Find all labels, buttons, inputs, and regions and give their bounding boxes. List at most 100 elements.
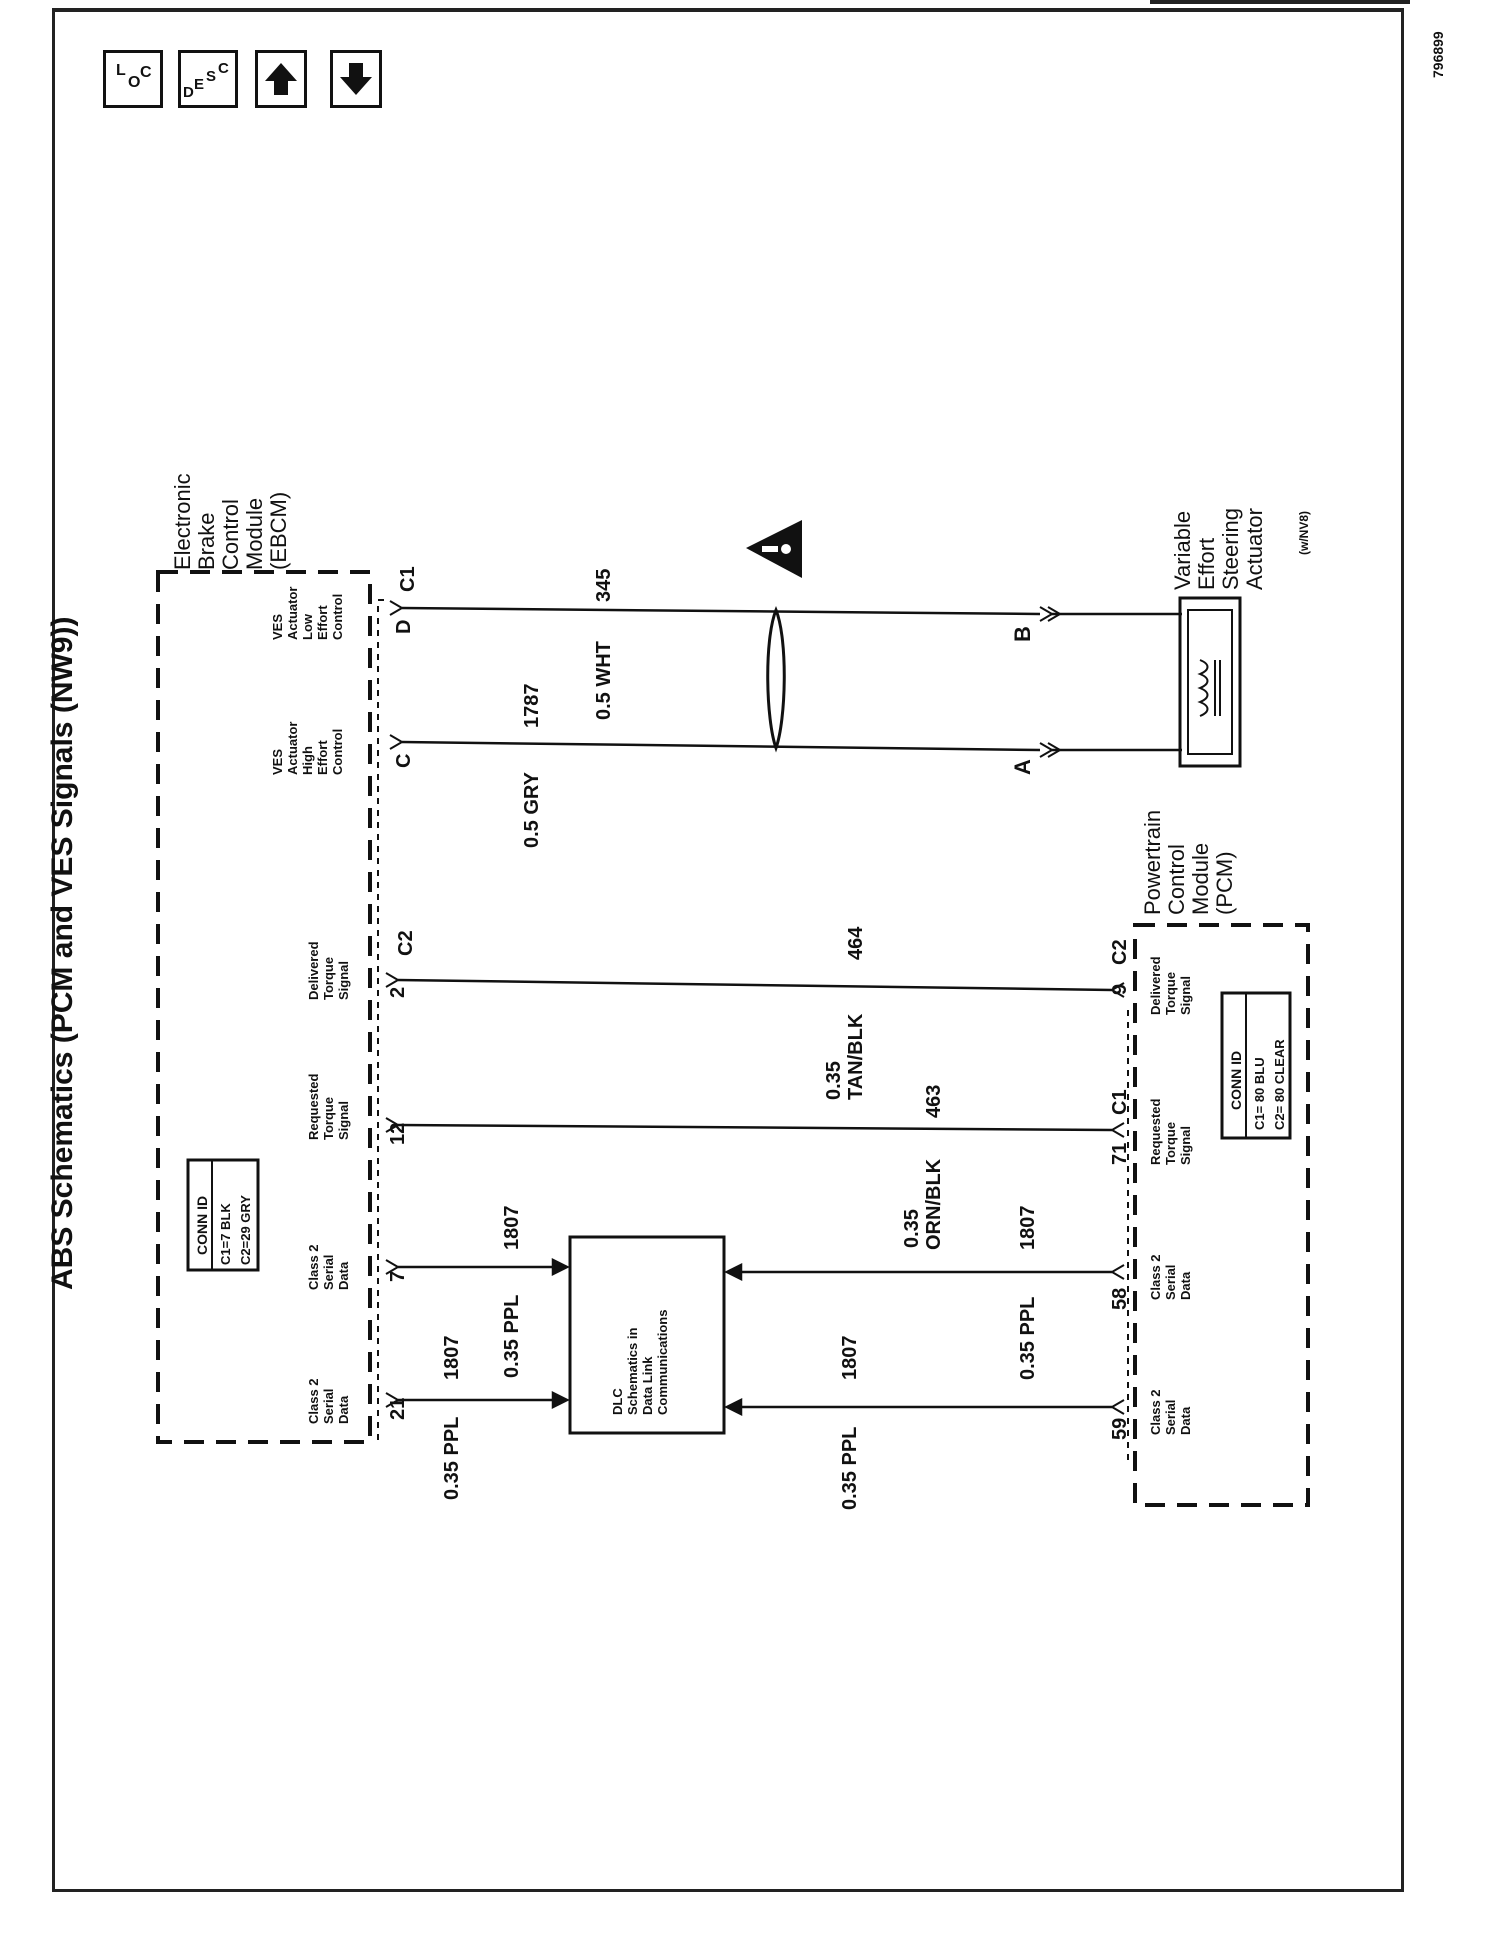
coil-icon — [1197, 659, 1221, 717]
ves-actuator — [1178, 596, 1242, 768]
wire-circuit-ebcm-7: 1807 — [501, 1206, 523, 1251]
svg-text:D: D — [183, 84, 194, 101]
svg-text:S: S — [206, 68, 216, 85]
svg-text:Effort: Effort — [315, 740, 330, 775]
pcm-connector-label: C1 — [1109, 1089, 1131, 1115]
ebcm-pin-number: D — [393, 620, 415, 634]
ebcm-pin-label-7: Class 2 Serial Data — [306, 1244, 351, 1290]
pcm-name-line: Module — [1188, 843, 1213, 915]
pcm-pin-label-59: Class 2 Serial Data — [1148, 1389, 1193, 1435]
svg-text:VES: VES — [270, 614, 285, 640]
wire-label-requested: ORN/BLK — [923, 1158, 945, 1250]
ebcm-pin-label-12: Requested Torque Signal — [306, 1073, 351, 1140]
wire-circuit-delivered: 464 — [845, 926, 867, 960]
svg-text:Data Link: Data Link — [640, 1356, 655, 1415]
svg-text:Signal: Signal — [336, 1101, 351, 1140]
svg-text:Signal: Signal — [1178, 1126, 1193, 1165]
wire-label-ebcm-21: 0.35 PPL — [441, 1417, 463, 1500]
svg-text:Control: Control — [330, 729, 345, 775]
twisted-pair-symbol — [766, 605, 786, 753]
ebcm-conn-id-box: CONN ID C1=7 BLK C2=29 GRY — [186, 1158, 260, 1272]
ebcm-name-line: Control — [218, 499, 243, 570]
svg-text:Effort: Effort — [315, 605, 330, 640]
location-button[interactable]: L O C — [103, 50, 163, 108]
svg-text:Serial: Serial — [321, 1255, 336, 1290]
pcm-name-line: Control — [1164, 844, 1189, 915]
pcm-conn-id-line: C2= 80 CLEAR — [1272, 1039, 1287, 1130]
ebcm-name: Electronic Brake Control Module (EBCM) — [170, 473, 291, 570]
wire-circuit-ves-high: 1787 — [521, 684, 543, 729]
ebcm-pin-number: 2 — [387, 987, 409, 998]
svg-text:Schematics in: Schematics in — [625, 1328, 640, 1415]
wire-label-delivered: 0.35 — [823, 1061, 845, 1100]
page-up-button[interactable] — [255, 50, 307, 108]
page-title: ABS Schematics (PCM and VES Signals (NW9… — [46, 617, 79, 1290]
svg-text:Actuator: Actuator — [1242, 508, 1267, 590]
svg-text:Actuator: Actuator — [285, 587, 300, 640]
wire-circuit-pcm-58: 1807 — [1017, 1206, 1039, 1251]
wire-arrow — [724, 1397, 743, 1417]
svg-text:O: O — [128, 74, 140, 91]
svg-text:DLC: DLC — [610, 1388, 625, 1415]
pcm-name-line: Powertrain — [1140, 810, 1165, 915]
ebcm-name-line: (EBCM) — [266, 492, 291, 570]
svg-text:C: C — [218, 60, 229, 77]
svg-text:L: L — [116, 62, 126, 79]
svg-text:Torque: Torque — [1163, 972, 1178, 1015]
svg-text:Control: Control — [330, 594, 345, 640]
pcm-pin-label-58: Class 2 Serial Data — [1148, 1254, 1193, 1300]
pcm-name: Powertrain Control Module (PCM) — [1140, 810, 1237, 915]
wire-arrow — [724, 1262, 743, 1282]
svg-text:Class 2: Class 2 — [306, 1378, 321, 1424]
svg-text:VES: VES — [270, 749, 285, 775]
pcm-conn-id-line: C1= 80 BLU — [1252, 1057, 1267, 1130]
ebcm-conn-id-title: CONN ID — [194, 1196, 210, 1255]
pcm-pin-number: 9 — [1109, 984, 1131, 995]
dlc-box — [568, 1235, 726, 1435]
wire-circuit-pcm-59: 1807 — [839, 1336, 861, 1381]
pcm-pin-number: 59 — [1109, 1418, 1131, 1440]
svg-text:Data: Data — [336, 1261, 351, 1290]
wire-label-pcm-59: 0.35 PPL — [839, 1427, 861, 1510]
wire-arrow — [551, 1390, 570, 1410]
wire-label-ves-low: 0.5 WHT — [593, 641, 615, 720]
wire-circuit-ves-low: 345 — [593, 569, 615, 602]
pcm-pin-number: 58 — [1109, 1288, 1131, 1310]
svg-text:Requested: Requested — [306, 1073, 321, 1140]
svg-text:Requested: Requested — [1148, 1098, 1163, 1165]
terminal-marks — [385, 600, 1125, 1415]
ebcm-pin-label-2: Delivered Torque Signal — [306, 941, 351, 1000]
pcm-module-box — [1133, 923, 1310, 1507]
ebcm-name-line: Module — [242, 498, 267, 570]
wire-arrow — [551, 1257, 570, 1277]
svg-text:C: C — [140, 64, 152, 81]
svg-text:Serial: Serial — [321, 1389, 336, 1424]
svg-text:Serial: Serial — [1163, 1265, 1178, 1300]
ebcm-pin-label-c: VES Actuator High Effort Control — [270, 722, 345, 775]
ebcm-connector-label: C2 — [395, 930, 417, 956]
ebcm-pin-number: C — [393, 754, 415, 768]
pcm-name-line: (PCM) — [1212, 851, 1237, 915]
ebcm-pin-label-d: VES Actuator Low Effort Control — [270, 587, 345, 640]
svg-text:E: E — [194, 76, 204, 93]
wire-label-pcm-58: 0.35 PPL — [1017, 1297, 1039, 1380]
svg-text:Torque: Torque — [321, 957, 336, 1000]
svg-text:Effort: Effort — [1194, 538, 1219, 590]
ebcm-conn-id-line: C2=29 GRY — [238, 1195, 253, 1265]
ebcm-name-line: Electronic — [170, 473, 195, 570]
svg-text:Signal: Signal — [1178, 976, 1193, 1015]
top-rule — [1150, 0, 1410, 4]
description-button[interactable]: D E S C — [178, 50, 238, 108]
desc-icon: D E S C — [183, 60, 229, 101]
wire-requested-torque — [397, 1123, 1113, 1132]
svg-text:Variable: Variable — [1170, 511, 1195, 590]
sheet-border — [52, 8, 1404, 1892]
svg-text:Steering: Steering — [1218, 508, 1243, 590]
wire-label-delivered: TAN/BLK — [845, 1013, 867, 1100]
pcm-pin-label-71: Requested Torque Signal — [1148, 1098, 1193, 1165]
wire-ves-low — [401, 606, 1041, 616]
svg-text:Data: Data — [336, 1395, 351, 1424]
page-down-button[interactable] — [330, 50, 382, 108]
ebcm-connector-label: C1 — [397, 566, 419, 592]
